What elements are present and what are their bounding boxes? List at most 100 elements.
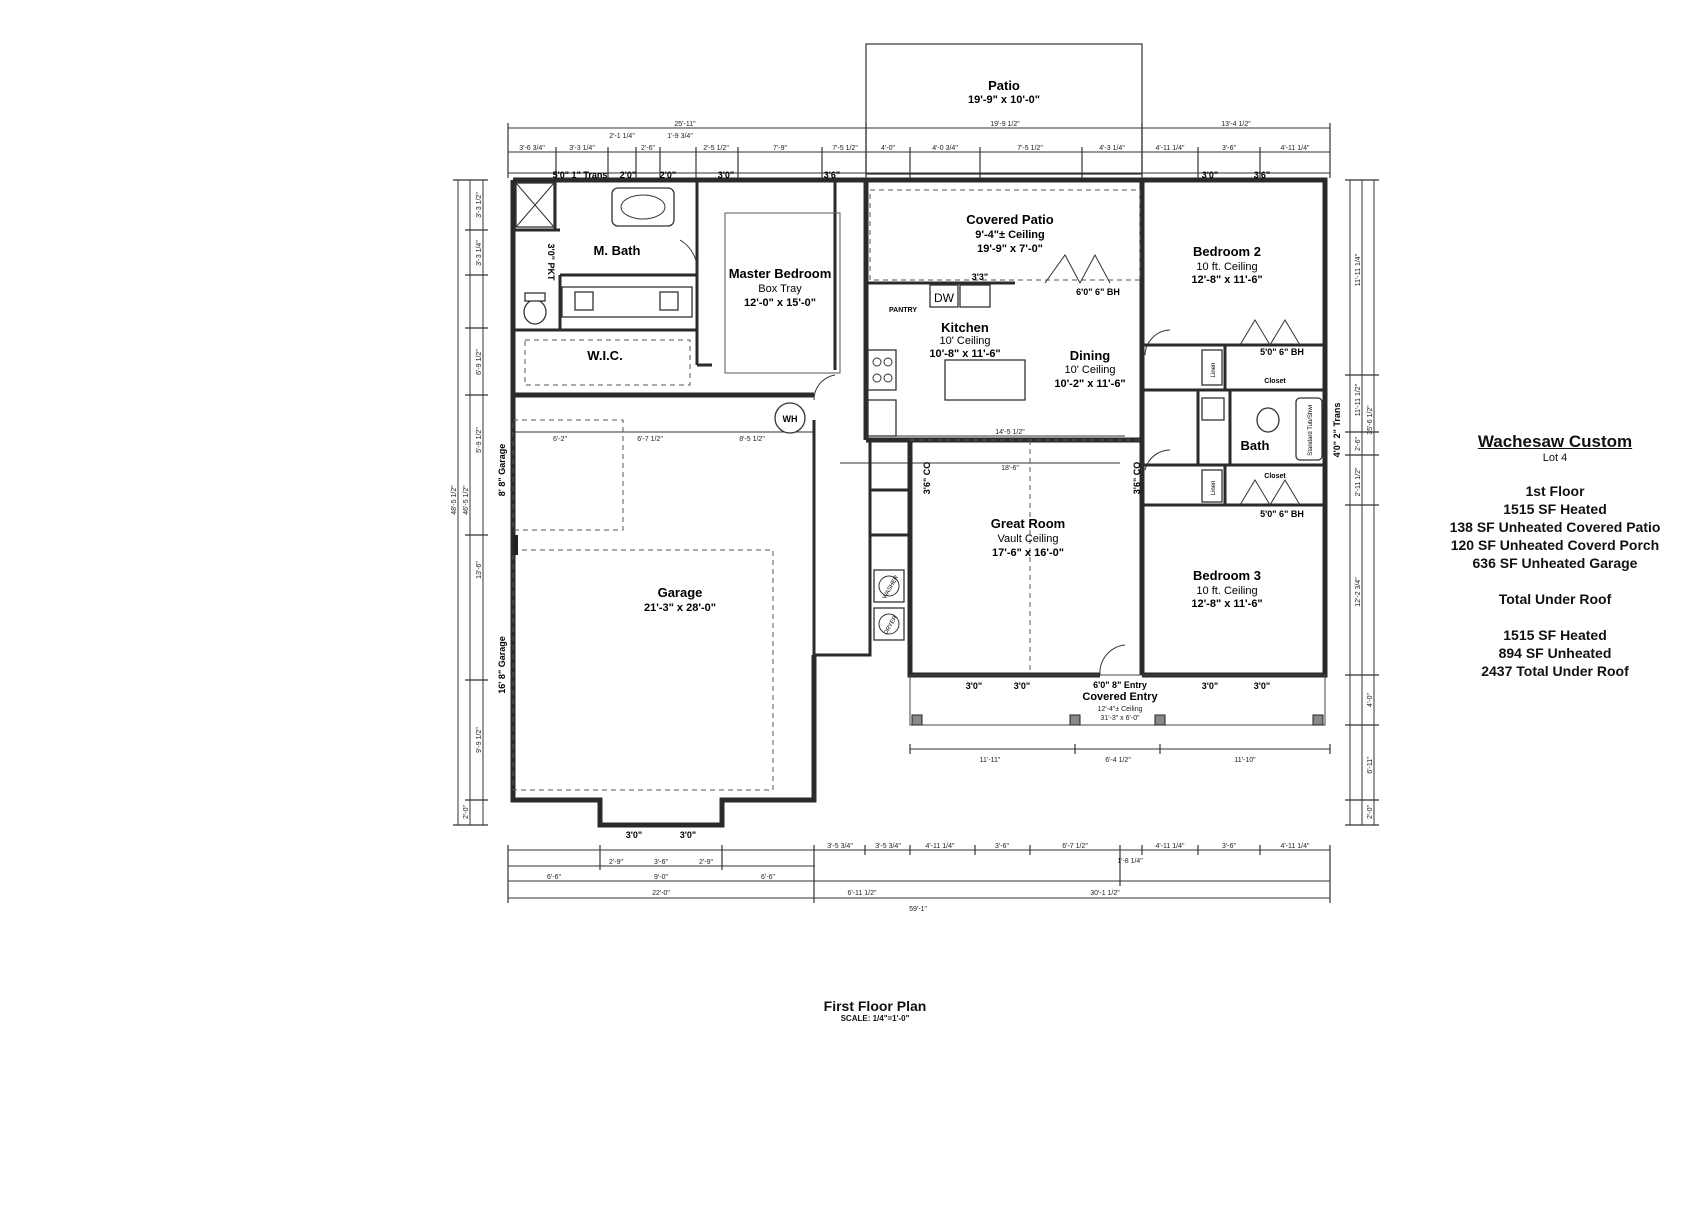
- garage-area: 636 SF Unheated Garage: [1472, 555, 1638, 571]
- linen-label: Linen: [1211, 481, 1217, 496]
- great-room-size: 17'-6" x 16'-0": [992, 547, 1064, 559]
- bath-label: Bath: [1241, 438, 1270, 453]
- closet-label: Closet: [1264, 378, 1286, 385]
- pantry-label: PANTRY: [889, 307, 917, 314]
- dim-porch: 11'-10": [1234, 757, 1256, 764]
- linen-shelf: [1201, 349, 1223, 386]
- dim-bottom: 3'-5 3/4": [875, 843, 901, 850]
- bedroom3-size: 12'-8" x 11'-6": [1191, 598, 1262, 610]
- door-mark: 3'0": [1014, 681, 1030, 691]
- dining-label: Dining: [1070, 348, 1110, 363]
- dim-left: 13'-6": [476, 561, 483, 579]
- garage-door-large-label: 16' 8" Garage: [497, 636, 507, 693]
- cased-opening-label: 3'6" CO: [1132, 462, 1142, 494]
- dim-bottom: 30'-1 1/2": [1090, 890, 1120, 897]
- dimension-lines: [453, 123, 1379, 903]
- dim-bottom: 3'-6": [654, 859, 668, 866]
- lot-label: Lot 4: [1542, 452, 1568, 464]
- dim-top: 2'-1 1/4": [609, 133, 635, 140]
- dim-left-overall: 2'-0": [463, 805, 470, 819]
- covered-entry-size: 31'-3" x 6'-0": [1100, 715, 1140, 722]
- dim-top: 4'-0": [881, 145, 895, 152]
- covered-patio-size: 19'-9" x 7'-0": [977, 243, 1043, 255]
- dim-top: 4'-0 3/4": [932, 145, 958, 152]
- dim-bottom: 6'-7 1/2": [1062, 843, 1088, 850]
- dim-bottom: 2'-9": [699, 859, 713, 866]
- covered-entry-porch: [909, 674, 1326, 726]
- sink-icon: [574, 291, 594, 311]
- garage-door-small-label: 8' 8" Garage: [497, 444, 507, 496]
- master-bedroom-label: Master Bedroom: [729, 266, 832, 281]
- kitchen-island: [944, 359, 1026, 401]
- dim-bottom: 3'-5 3/4": [827, 843, 853, 850]
- dim-top: 2'-6": [641, 145, 655, 152]
- entry-door-label: 6'0" 8" Entry: [1093, 680, 1147, 690]
- bedroom3-label: Bedroom 3: [1193, 568, 1261, 583]
- dim-garage: 8'-5 1/2": [739, 436, 765, 443]
- interior-walls: [513, 180, 1325, 537]
- door-mark: 3'0": [718, 170, 734, 180]
- room-labels: Patio 19'-9" x 10'-0" Covered Patio 9'-4…: [587, 78, 1269, 722]
- dim-garage: 6'-2": [553, 436, 567, 443]
- dim-bottom: 22'-0": [652, 890, 670, 897]
- door-mark: 3'6": [824, 170, 840, 180]
- dim-right-overall: 35'-6 1/2": [1367, 405, 1374, 435]
- kitchen-size: 10'-8" x 11'-6": [929, 348, 1000, 360]
- bh-bed2-label: 5'0" 6" BH: [1260, 347, 1304, 357]
- total-under-roof: 2437 Total Under Roof: [1481, 663, 1629, 679]
- covered-entry-ceiling: 12'-4"± Ceiling: [1097, 706, 1142, 713]
- dim-right: 12'-2 3/4": [1355, 577, 1362, 607]
- floor-label: 1st Floor: [1525, 483, 1585, 499]
- refrigerator-icon: [867, 399, 897, 437]
- dim-bottom-overall: 59'-1": [909, 906, 927, 913]
- dim-top: 7'-5 1/2": [832, 145, 858, 152]
- dim-left: 5'-9 1/2": [476, 427, 483, 453]
- dim-right: 6'-11": [1367, 756, 1374, 774]
- kitchen-sink-icon: [959, 284, 991, 308]
- sink-icon: [659, 291, 679, 311]
- dim-top: 3'-3 1/4": [569, 145, 595, 152]
- covered-patio-area: 138 SF Unheated Covered Patio: [1449, 519, 1661, 535]
- kitchen-label: Kitchen: [941, 320, 989, 335]
- door-mark: 3'0": [626, 830, 642, 840]
- dim-left: 9'-9 1/2": [476, 727, 483, 753]
- dim-bottom: 3'-6": [1222, 843, 1236, 850]
- dim-right: 2'-11 1/2": [1355, 467, 1362, 497]
- door-mark: 2'0": [620, 170, 636, 180]
- dim-top: 4'-11 1/4": [1156, 145, 1186, 152]
- garage-door-marker: [513, 535, 518, 555]
- garage-label: Garage: [658, 585, 703, 600]
- dim-left: 3'-3 1/4": [476, 240, 483, 266]
- dining-ceiling: 10' Ceiling: [1064, 364, 1115, 376]
- covered-patio-ceiling: 9'-4"± Ceiling: [975, 229, 1045, 241]
- covered-entry-label: Covered Entry: [1082, 691, 1158, 703]
- dim-right: 4'-0": [1367, 693, 1374, 707]
- great-room-ceiling: Vault Ceiling: [998, 533, 1059, 545]
- dim-left-overall: 46'-5 1/2": [463, 485, 470, 515]
- bedroom3-ceiling: 10 ft. Ceiling: [1196, 585, 1257, 597]
- dim-right: 11'-11 1/2": [1355, 383, 1362, 416]
- water-heater-icon: [774, 402, 806, 434]
- toilet-tank-icon: [524, 292, 546, 302]
- bedroom2-label: Bedroom 2: [1193, 244, 1261, 259]
- cased-opening-label: 3'6" CO: [922, 462, 932, 494]
- sink-icon: [1201, 397, 1225, 421]
- bh-bed3-label: 5'0" 6" BH: [1260, 509, 1304, 519]
- dining-size: 10'-2" x 11'-6": [1054, 378, 1125, 390]
- door-mark: 3'6": [1254, 170, 1270, 180]
- patio-label: Patio: [988, 78, 1020, 93]
- dim-top-overall-left: 25'-11": [674, 121, 696, 128]
- wic-label: W.I.C.: [587, 348, 622, 363]
- dim-top: 4'-3 1/4": [1099, 145, 1125, 152]
- total-heated: 1515 SF Heated: [1503, 627, 1607, 643]
- master-bedroom-ceiling: Box Tray: [758, 283, 802, 295]
- door-width-label: 3'3": [972, 272, 988, 282]
- master-bedroom-size: 12'-0" x 15'-0": [744, 297, 816, 309]
- dim-dining-width: 14'-5 1/2": [995, 429, 1025, 436]
- dim-top: 7'-5 1/2": [1017, 145, 1043, 152]
- dim-bottom: 6'-6": [547, 874, 561, 881]
- dim-great-room-width: 18'-6": [1001, 465, 1019, 472]
- kitchen-ceiling: 10' Ceiling: [939, 335, 990, 347]
- dim-top: 7'-9": [773, 145, 787, 152]
- dimension-text: 25'-11" 19'-9 1/2" 13'-4 1/2" 3'-6 3/4" …: [451, 121, 1374, 913]
